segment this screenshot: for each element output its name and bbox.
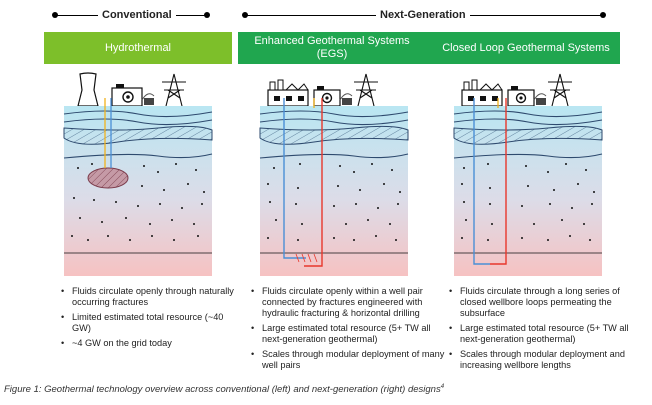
figure-caption-text: Figure 1: Geothermal technology overview…: [4, 384, 441, 396]
cooling-tower-icon: [77, 72, 99, 107]
list-item: Scales through modular deployment and in…: [449, 349, 644, 371]
transmission-tower-icon: [548, 73, 572, 107]
next-gen-title-band: [238, 32, 620, 64]
list-item: Scales through modular deployment of man…: [251, 349, 448, 371]
generator-icon: [507, 86, 535, 107]
list-item: Large estimated total resource (5+ TW al…: [449, 323, 644, 345]
conventional-header-label: Conventional: [98, 9, 176, 21]
power-plant-icon: [267, 79, 309, 107]
egs-bullets: Fluids circulate openly within a well pa…: [248, 286, 448, 375]
list-item: Large estimated total resource (5+ TW al…: [251, 323, 448, 345]
hydrothermal-bullets: Fluids circulate openly through naturall…: [58, 286, 238, 353]
list-item: Fluids circulate openly within a well pa…: [251, 286, 448, 319]
egs-title-cell: Enhanced Geothermal Systems (EGS): [238, 32, 426, 64]
egs-title: Enhanced Geothermal Systems (EGS): [254, 35, 410, 60]
figure-caption-footnote: 4: [440, 384, 445, 390]
generator-icon: [313, 86, 341, 107]
transmission-tower-icon: [162, 73, 186, 107]
closed-loop-diagram: [453, 73, 603, 276]
list-item: Fluids circulate openly through naturall…: [61, 286, 238, 308]
list-item: ~4 GW on the grid today: [61, 338, 238, 349]
egs-diagram: [259, 73, 409, 276]
next-generation-header-label: Next-Generation: [376, 9, 470, 21]
list-item: Fluids circulate through a long series o…: [449, 286, 644, 319]
generator-icon: [111, 84, 143, 107]
figure-caption: Figure 1: Geothermal technology overview…: [4, 384, 444, 395]
hydrothermal-diagram: [63, 72, 213, 276]
conventional-header: Conventional: [52, 6, 210, 24]
list-item: Limited estimated total resource (~40 GW…: [61, 312, 238, 334]
power-plant-icon: [461, 79, 503, 107]
hydrothermal-title: Hydrothermal: [104, 41, 172, 54]
hydrothermal-title-band: Hydrothermal: [44, 32, 232, 64]
closed-loop-bullets: Fluids circulate through a long series o…: [446, 286, 644, 375]
closed-loop-title: Closed Loop Geothermal Systems: [442, 41, 610, 54]
transmission-tower-icon: [354, 73, 378, 107]
next-generation-header: Next-Generation: [242, 6, 606, 24]
reservoir-icon: [87, 167, 129, 189]
closed-loop-title-cell: Closed Loop Geothermal Systems: [432, 32, 620, 64]
